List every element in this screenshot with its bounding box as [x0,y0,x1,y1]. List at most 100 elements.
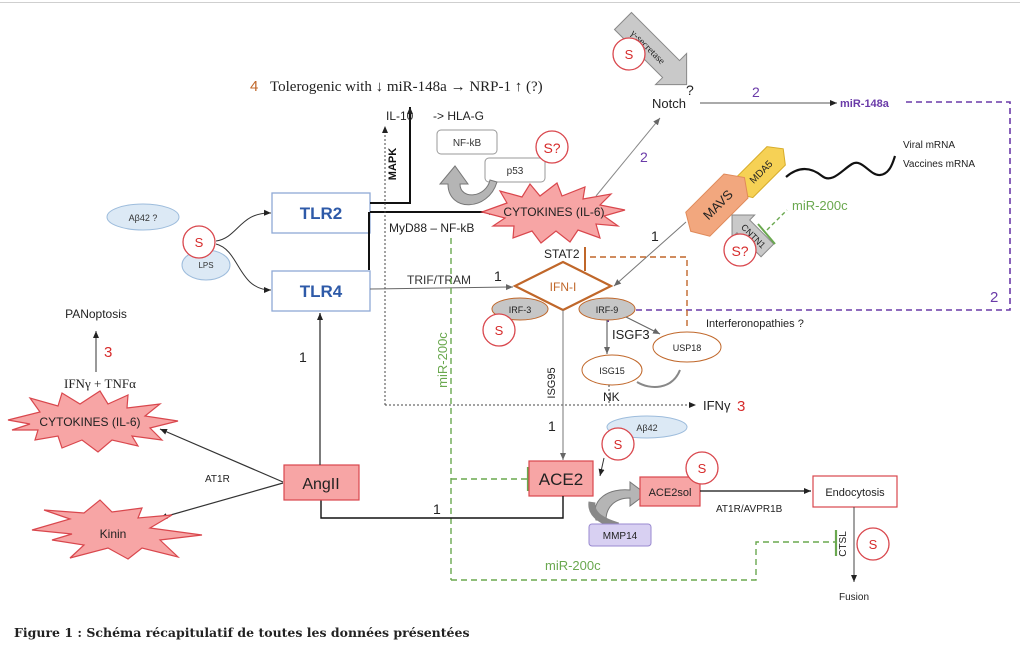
ace2-label: ACE2 [539,470,583,489]
p53-label: p53 [507,166,524,177]
spike-s-question-label-p53: S? [543,140,560,156]
ace2-box [528,460,594,497]
spike-s-question-label-cntn1: S? [731,243,748,259]
mir200c-to-cntn1-dashed [766,209,788,231]
notch-label: Notch [652,96,686,111]
figure-caption: Figure 1 : Schéma récapitulatif de toute… [14,625,470,640]
il10-label: IL-10 [386,109,414,123]
irf3-ellipse [491,297,549,321]
label-1-ace2-angii: 1 [433,501,441,517]
abeta42-label: Aβ42 [636,423,657,433]
spike-s-circle-ctsl [856,527,890,561]
label-3-ifng: 3 [737,398,745,415]
cytokines-top-burst [479,182,626,244]
mmp14-box [588,523,652,547]
isg15-label: ISG15 [599,366,625,376]
fusion-label: Fusion [839,592,869,603]
usp18-stat2-dashed-line [590,256,688,330]
interferonopathies-label: Interferonopathies ? [706,318,804,330]
label-2-loop: 2 [990,289,998,306]
spike-s-label-irf3: S [495,323,504,338]
spike-s-circle-secretase [612,37,646,71]
mapk-arrow [370,107,413,204]
mir200c-label-vertical: miR-200c [435,332,450,388]
trif-tram-label: TRIF/TRAM [407,273,471,287]
tlr4-box [271,270,371,312]
isgf3-label: ISGF3 [612,327,650,342]
top-divider [0,2,1020,3]
mir200c-to-ctsl-dashed [451,541,836,581]
abeta42-question-label: Aβ42 ? [129,213,158,223]
spike-s-circle-ace2 [601,427,635,461]
spike-s-label-ace2: S [614,437,623,452]
at1r-avpr1b-label: AT1R/AVPR1B [716,504,783,515]
cytokines-top-label: CYTOKINES (IL-6) [503,205,604,219]
spike-s-circle-irf3 [482,313,516,347]
ifn-i-diamond [512,260,614,312]
irf3-label: IRF-3 [509,305,532,315]
p53-to-nfkb-curved-arrow [438,165,498,206]
usp18-isg15-curved-link [636,369,681,388]
mmp14-label: MMP14 [603,531,638,542]
vaccines-mrna-label: Vaccines mRNA [903,159,975,170]
headline-text: Tolerogenic with ↓ miR-148a → NRP-1 ↑ (?… [270,79,543,95]
stat2-label: STAT2 [544,247,580,261]
tlr2-box [271,192,371,234]
at1r-label: AT1R [205,474,230,485]
isg95-label: ISG95 [546,367,558,398]
angii-box [283,464,360,501]
cytokines-left-label: CYTOKINES (IL-6) [39,415,140,429]
label-2-cytokines-notch: 2 [640,149,648,165]
ifng-tnfa-label: IFNγ + TNFα [64,376,136,391]
usp18-label: USP18 [673,343,702,353]
notch-question-mark: ? [686,82,694,98]
spike-s-question-circle-cntn1 [723,233,757,267]
trif-tram-arrow [369,284,514,291]
spike-s-label-ace2sol: S [698,461,707,476]
isg15-ellipse [581,354,643,386]
panoptosis-label: PANoptosis [65,307,127,321]
nk-label: NK [603,390,620,404]
label-1-angii-tlr4: 1 [299,349,307,365]
label-2-notch-mir148a: 2 [752,84,760,100]
ace2sol-label: ACE2sol [649,487,692,499]
label-1-trif: 1 [494,268,502,284]
angii-to-kinin-arrow [159,482,284,519]
ace2-shedding-arrow [594,481,647,521]
mir200c-cntn1-inhibition-bar [757,223,776,245]
spike-s-circle-ace2sol [685,451,719,485]
headline-number: 4 [250,78,258,95]
usp18-ellipse [652,331,722,363]
label-1-mavs: 1 [651,228,659,244]
p53-box [484,157,546,183]
angii-label: AngII [302,476,339,493]
ifn-i-label: IFN-I [550,280,577,294]
endocytosis-label: Endocytosis [825,487,885,499]
spike-s-label: S [195,235,204,250]
mir200c-label-top: miR-200c [792,198,848,213]
mapk-label: MAPK [387,148,399,180]
ctsl-label: CTSL [838,531,849,557]
tlr4-label: TLR4 [300,282,343,301]
myd88-label: MyD88 – NF-kB [389,221,474,235]
lps-label: LPS [198,261,213,270]
ace2sol-box [639,476,701,507]
mavs-to-ifni-arrow [613,221,687,287]
irf9-label: IRF-9 [596,305,619,315]
nfkb-label: NF-kB [453,138,482,149]
mir148a-inhibition-dashed-line [608,101,1011,311]
viral-mrna-squiggle [785,155,897,180]
angii-to-cytokines-arrow [159,428,284,483]
nfkb-box [436,129,498,155]
spike-s-circle [182,225,216,259]
kinin-label: Kinin [100,527,127,541]
hla-g-label: -> HLA-G [433,109,484,123]
s-to-tlr2-arrow [215,209,272,242]
cytokines-left-burst [7,390,179,453]
mir148a-label: miR-148a [840,98,890,110]
label-1-isg95: 1 [548,418,556,434]
kinin-burst [31,499,203,560]
tlr2-label: TLR2 [300,204,343,223]
viral-mrna-label: Viral mRNA [903,140,955,151]
